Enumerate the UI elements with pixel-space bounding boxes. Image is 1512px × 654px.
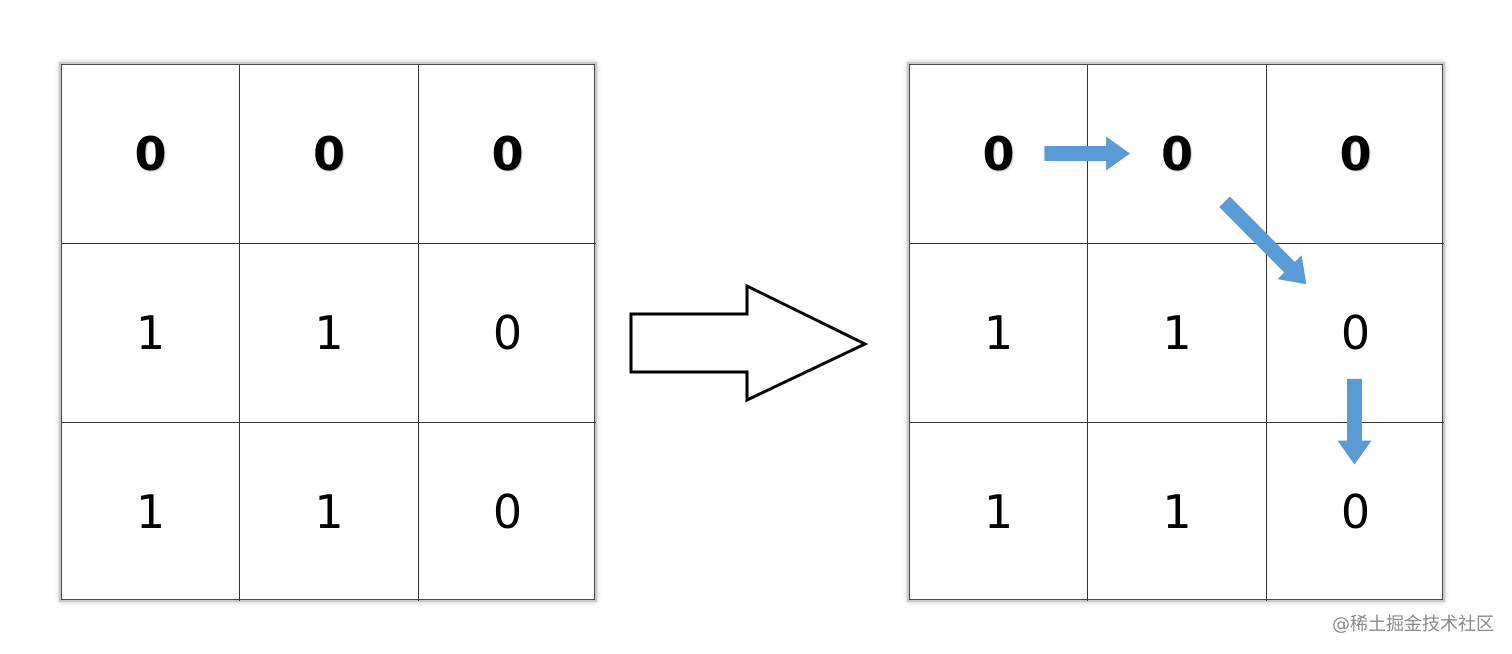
left-grid-cell-2-0: 1	[62, 423, 240, 601]
left-grid-cell-2-1: 1	[240, 423, 419, 601]
right-grid-cell-0-0: 0	[910, 65, 1088, 244]
left-grid-cell-0-2: 0	[419, 65, 596, 244]
right-grid-cell-1-2: 0	[1267, 244, 1444, 423]
right-grid-cell-0-2: 0	[1267, 65, 1444, 244]
left-grid-cell-1-0: 1	[62, 244, 240, 423]
right-grid-cell-2-2: 0	[1340, 485, 1371, 539]
left-grid-cell-0-0: 0	[62, 65, 240, 244]
right-grid-cell-2-1: 1	[1088, 423, 1267, 601]
watermark: @稀土掘金技术社区	[1332, 614, 1494, 635]
left-grid-cell-2-2: 0	[492, 485, 523, 539]
transform-arrow-icon	[629, 283, 869, 403]
left-grid-cell-1-2: 0	[419, 244, 596, 423]
left-grid-cell-1-1: 1	[240, 244, 419, 423]
left-grid-cell-0-1: 0	[240, 65, 419, 244]
right-grid-cell-2-0: 1	[910, 423, 1088, 601]
right-grid-cell-1-1: 1	[1088, 244, 1267, 423]
right-grid-cell-0-1: 0	[1088, 65, 1267, 244]
right-grid-cell-1-0: 1	[910, 244, 1088, 423]
